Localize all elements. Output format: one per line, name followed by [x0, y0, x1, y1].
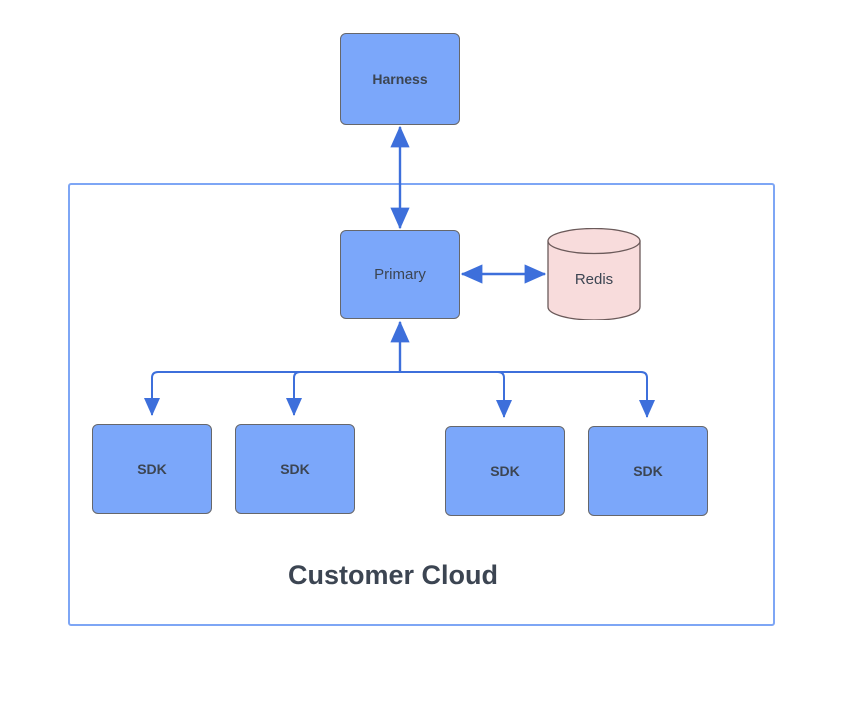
node-sdk-1-label: SDK	[137, 460, 167, 477]
node-redis[interactable]: Redis	[547, 228, 641, 320]
node-sdk-2[interactable]: SDK	[235, 424, 355, 514]
node-sdk-4[interactable]: SDK	[588, 426, 708, 516]
node-sdk-1[interactable]: SDK	[92, 424, 212, 514]
node-sdk-3-label: SDK	[490, 462, 520, 479]
node-primary-label: Primary	[374, 265, 426, 283]
customer-cloud-container	[68, 183, 775, 626]
node-sdk-4-label: SDK	[633, 462, 663, 479]
node-primary[interactable]: Primary	[340, 230, 460, 319]
database-cylinder-icon	[547, 228, 641, 320]
customer-cloud-title: Customer Cloud	[287, 560, 498, 590]
node-sdk-3[interactable]: SDK	[445, 426, 565, 516]
node-harness[interactable]: Harness	[340, 33, 460, 125]
node-harness-label: Harness	[372, 70, 428, 87]
node-sdk-2-label: SDK	[280, 460, 310, 477]
